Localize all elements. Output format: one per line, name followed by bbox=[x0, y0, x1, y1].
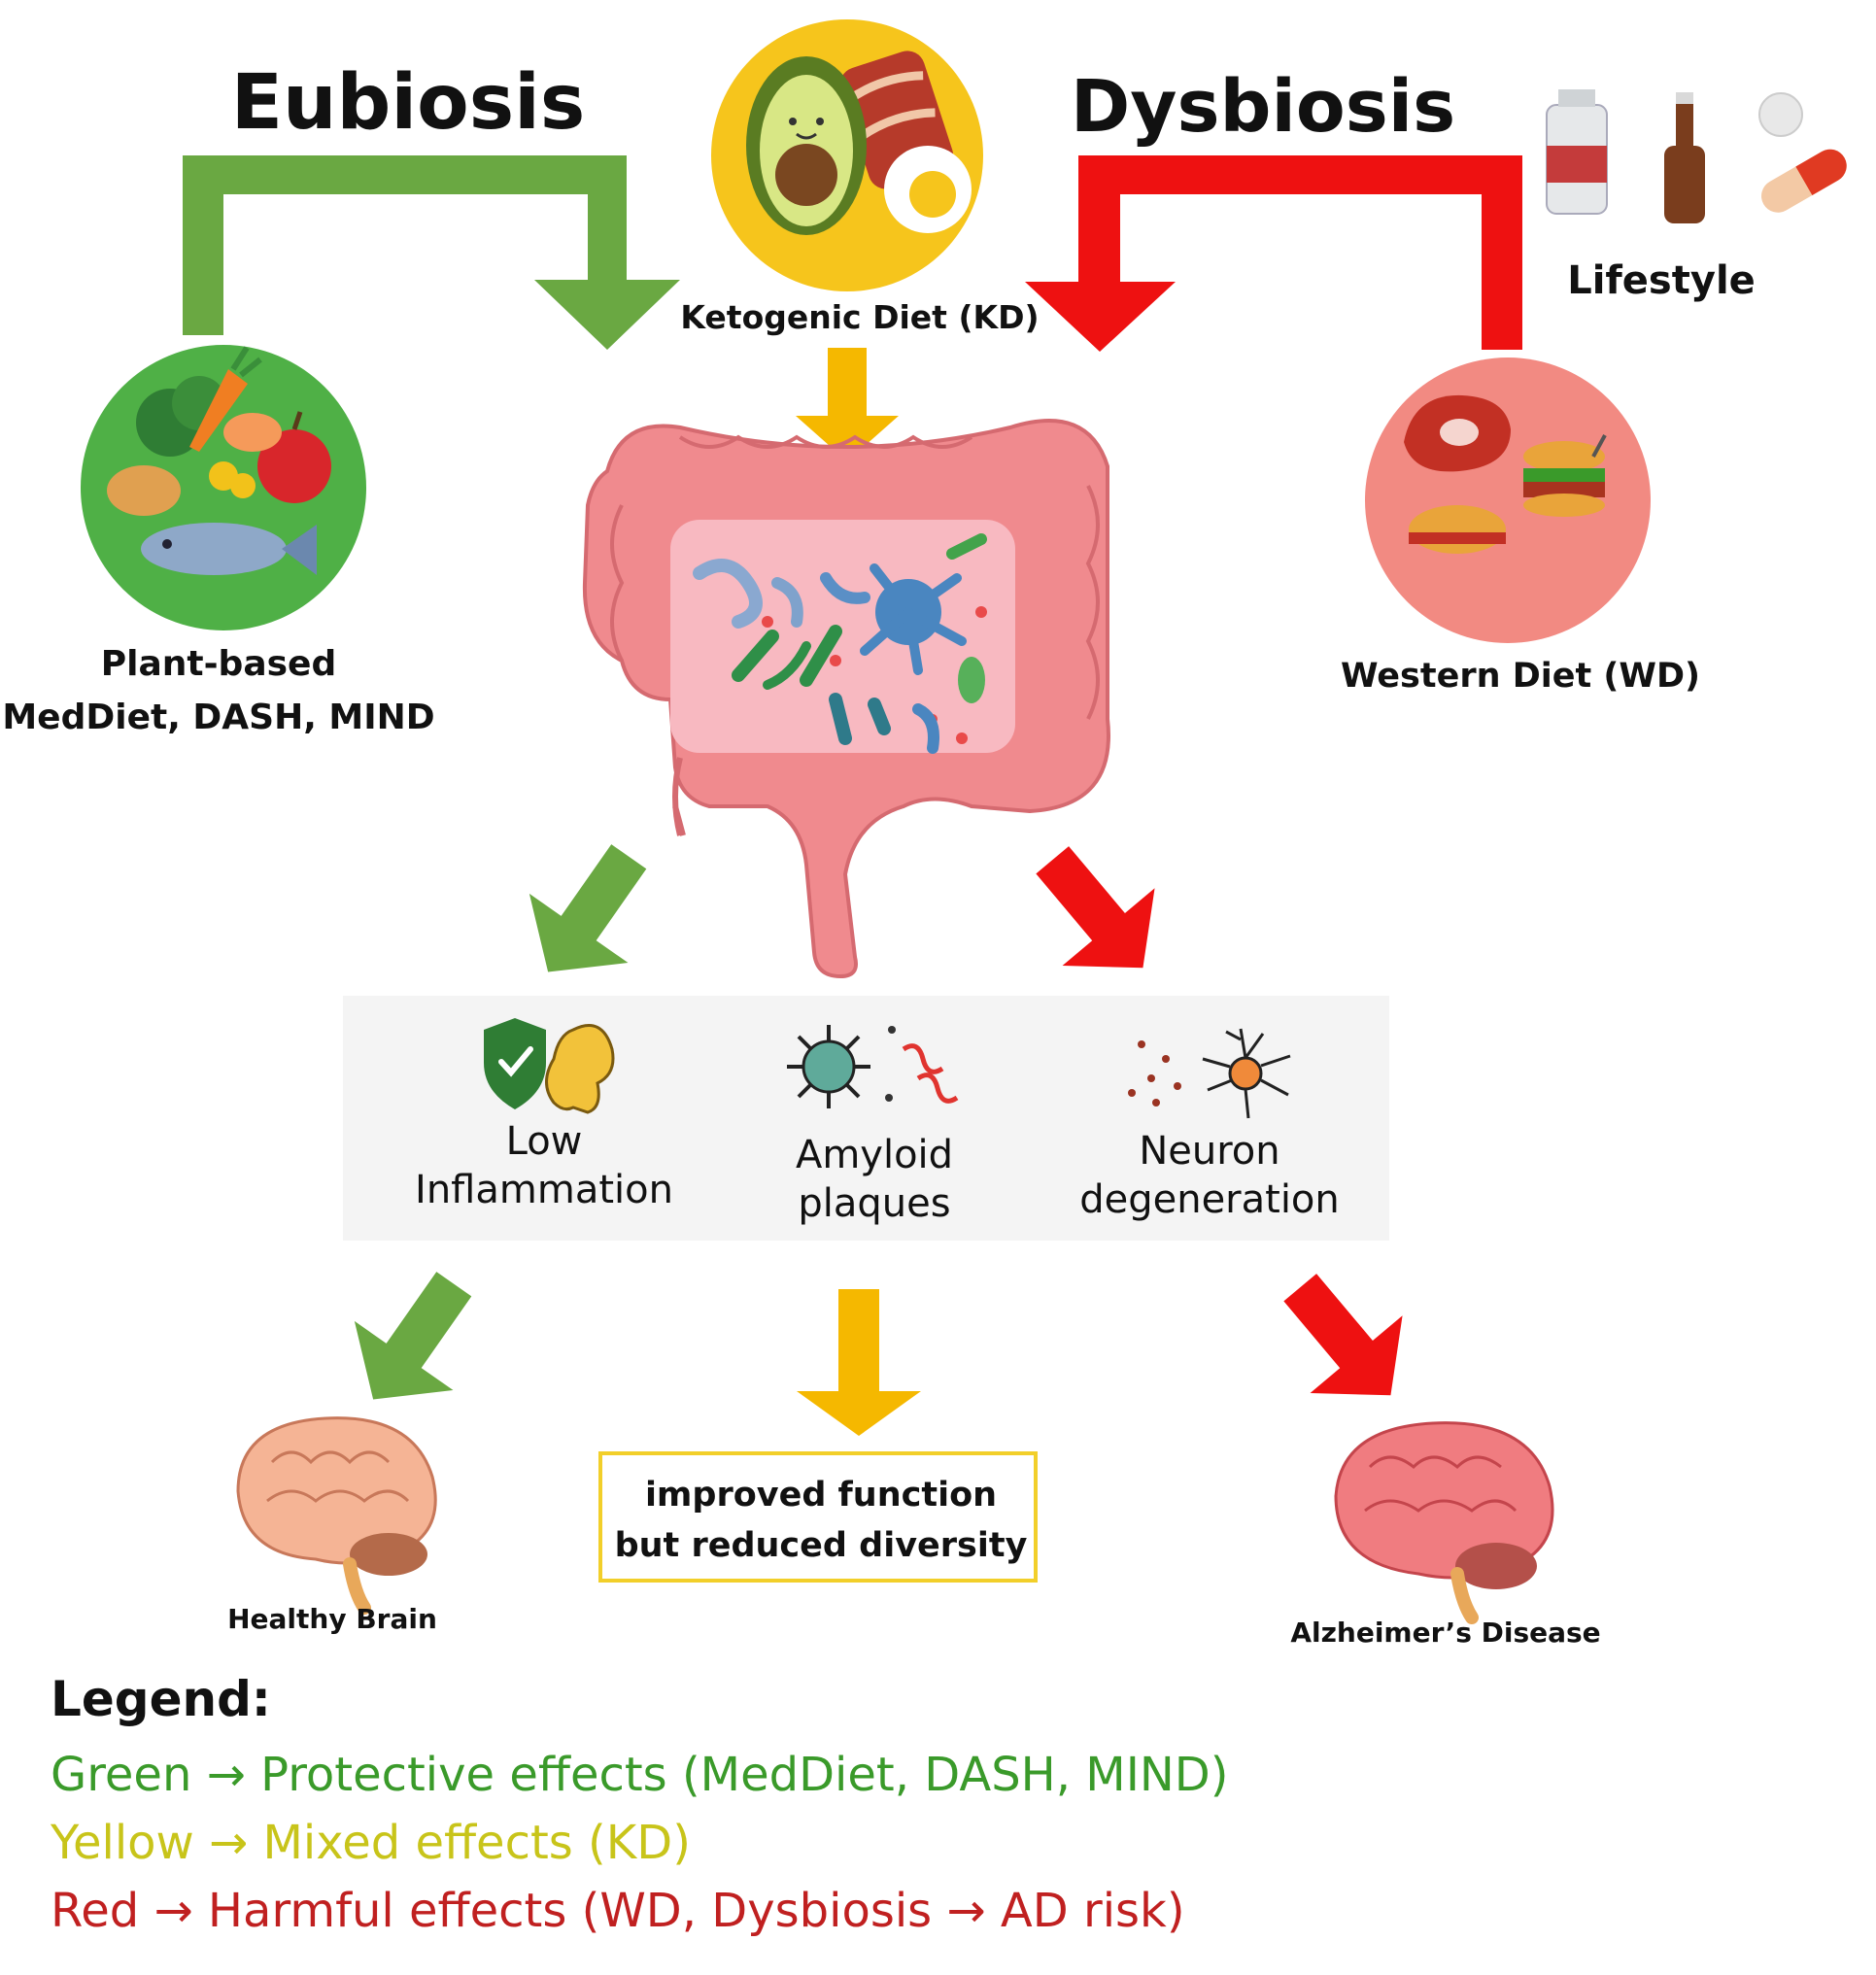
kd-outcome-box bbox=[598, 1451, 1038, 1583]
legend: Legend: Green → Protective effects (MedD… bbox=[51, 1671, 1508, 1945]
lifestyle-label: Lifestyle bbox=[1567, 258, 1756, 303]
legend-red: Red → Harmful effects (WD, Dysbiosis → A… bbox=[51, 1884, 1185, 1938]
low-inflammation-label-line1: Low bbox=[506, 1119, 583, 1164]
neuron-degeneration-label-line1: Neuron bbox=[1139, 1129, 1279, 1174]
dysbiosis-heading: Dysbiosis bbox=[1071, 65, 1455, 149]
legend-yellow: Yellow → Mixed effects (KD) bbox=[51, 1816, 691, 1870]
gut-to-neuron-degeneration-arrow bbox=[1036, 846, 1155, 969]
ketogenic-diet-illustration bbox=[711, 19, 983, 291]
alzheimers-label: Alzheimer’s Disease bbox=[1290, 1617, 1600, 1649]
legend-green: Green → Protective effects (MedDiet, DAS… bbox=[51, 1748, 1229, 1802]
eubiosis-arrow bbox=[183, 155, 680, 350]
to-healthy-brain-arrow bbox=[354, 1272, 472, 1400]
to-alzheimers-arrow bbox=[1283, 1274, 1403, 1396]
kd-to-gut-arrow bbox=[796, 348, 899, 461]
ketogenic-diet-label: Ketogenic Diet (KD) bbox=[680, 298, 1039, 336]
dysbiosis-arrow bbox=[1025, 155, 1522, 352]
healthy-brain-label: Healthy Brain bbox=[227, 1603, 437, 1635]
plant-based-label-line2: MedDiet, DASH, MIND bbox=[2, 698, 434, 737]
neuron-icon bbox=[1202, 1028, 1291, 1119]
gut-microbiome-illustration bbox=[582, 419, 1110, 979]
plant-based-diet-illustration bbox=[81, 345, 366, 630]
healthy-brain-illustration bbox=[236, 1416, 437, 1615]
kd-outcome-line1: improved function bbox=[645, 1476, 997, 1515]
bacteria-strands-icon bbox=[885, 1026, 959, 1104]
amyloid-label-line1: Amyloid bbox=[796, 1133, 953, 1177]
neuron-degeneration-label-line2: degeneration bbox=[1079, 1177, 1340, 1222]
legend-title: Legend: bbox=[51, 1671, 271, 1727]
kd-outcome-line2: but reduced diversity bbox=[615, 1526, 1028, 1565]
to-kd-outcome-arrow bbox=[797, 1289, 921, 1436]
brain-head-icon bbox=[545, 1024, 615, 1114]
shield-icon bbox=[484, 1018, 546, 1109]
debris-dots-icon bbox=[1128, 1040, 1181, 1107]
virus-icon bbox=[787, 1025, 870, 1108]
amyloid-label-line2: plaques bbox=[798, 1181, 950, 1226]
alzheimers-brain-illustration bbox=[1334, 1421, 1554, 1624]
plant-based-label-line1: Plant-based bbox=[101, 644, 336, 684]
western-diet-illustration bbox=[1365, 358, 1651, 643]
low-inflammation-label-line2: Inflammation bbox=[415, 1168, 673, 1212]
eubiosis-heading: Eubiosis bbox=[231, 59, 586, 147]
lifestyle-icons bbox=[1546, 89, 1847, 223]
gut-to-low-inflammation-arrow bbox=[529, 844, 647, 972]
western-diet-label: Western Diet (WD) bbox=[1341, 657, 1700, 696]
